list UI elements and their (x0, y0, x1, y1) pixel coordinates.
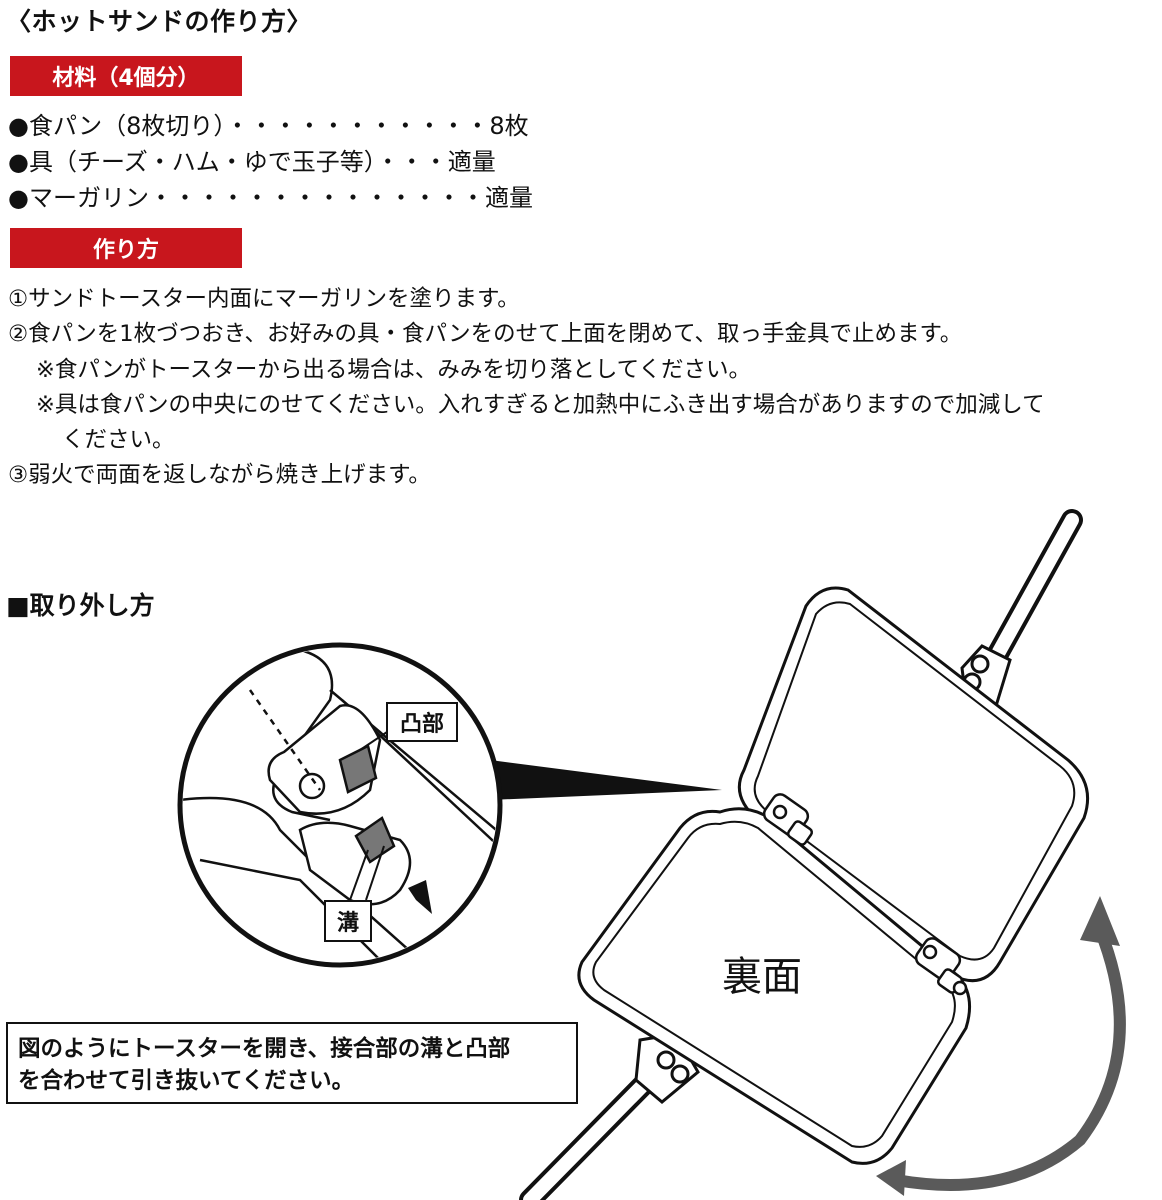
ingredients-header: 材料（4個分） (10, 56, 242, 96)
method-step: ①サンドトースター内面にマーガリンを塗ります。 (8, 286, 520, 312)
method-header: 作り方 (10, 228, 242, 268)
removal-instruction: 図のようにトースターを開き、接合部の溝と凸部 を合わせて引き抜いてください。 (6, 1022, 578, 1104)
hinge-lower (914, 937, 968, 996)
ingredient-item: ●具（チーズ・ハム・ゆで玉子等）・・・適量 (8, 148, 496, 176)
groove-label: 溝 (324, 900, 372, 942)
method-step: ③弱火で両面を返しながら焼き上げます。 (8, 462, 431, 488)
upper-handle (960, 509, 1083, 708)
method-note: ※食パンがトースターから出る場合は、みみを切り落としてください。 (36, 357, 752, 383)
method-note-continued: ください。 (62, 427, 175, 453)
flip-arrow (876, 896, 1126, 1196)
ingredient-item: ●マーガリン・・・・・・・・・・・・・・適量 (8, 184, 533, 212)
convex-part-label: 凸部 (386, 702, 458, 742)
hinge-upper (762, 793, 814, 846)
zoom-pointer (490, 760, 722, 800)
method-step: ②食パンを1枚づつおき、お好みの具・食パンをのせて上面を閉めて、取っ手金具で止め… (8, 321, 963, 347)
instruction-line: を合わせて引き抜いてください。 (18, 1068, 355, 1094)
pull-arrow (408, 880, 432, 914)
ingredient-item: ●食パン（8枚切り）・・・・・・・・・・・8枚 (8, 112, 529, 140)
method-note: ※具は食パンの中央にのせてください。入れすぎると加熱中にふき出す場合がありますの… (36, 392, 1045, 418)
back-side-label: 裏面 (722, 954, 802, 1000)
instruction-line: 図のようにトースターを開き、接合部の溝と凸部 (18, 1036, 511, 1062)
removal-title: ■取り外し方 (6, 591, 155, 620)
page-title: 〈ホットサンドの作り方〉 (6, 7, 313, 36)
upper-plate (737, 586, 1090, 983)
